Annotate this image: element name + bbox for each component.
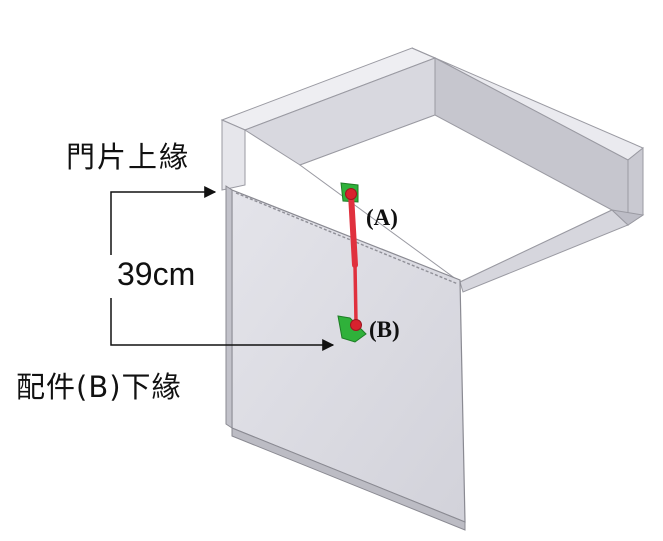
strut-cylinder (348, 191, 358, 268)
strut-rod (353, 263, 358, 324)
gas-strut-assembly (337, 182, 367, 343)
dimension-arrow-top (110, 186, 217, 255)
dimension-annotation (110, 186, 335, 351)
joint-a (345, 188, 357, 200)
door-top-edge-label: 門片上緣 (66, 140, 191, 174)
cabinet-frame (220, 47, 645, 293)
part-b-label: (B) (369, 317, 400, 342)
door-panel (225, 185, 466, 531)
dimension-label: 39cm (117, 256, 196, 292)
part-a-label: (A) (366, 205, 398, 230)
fitting-bottom-edge-label: 配件(B)下緣 (16, 370, 182, 404)
joint-b (350, 319, 362, 331)
dimension-arrow-bottom (110, 298, 335, 351)
